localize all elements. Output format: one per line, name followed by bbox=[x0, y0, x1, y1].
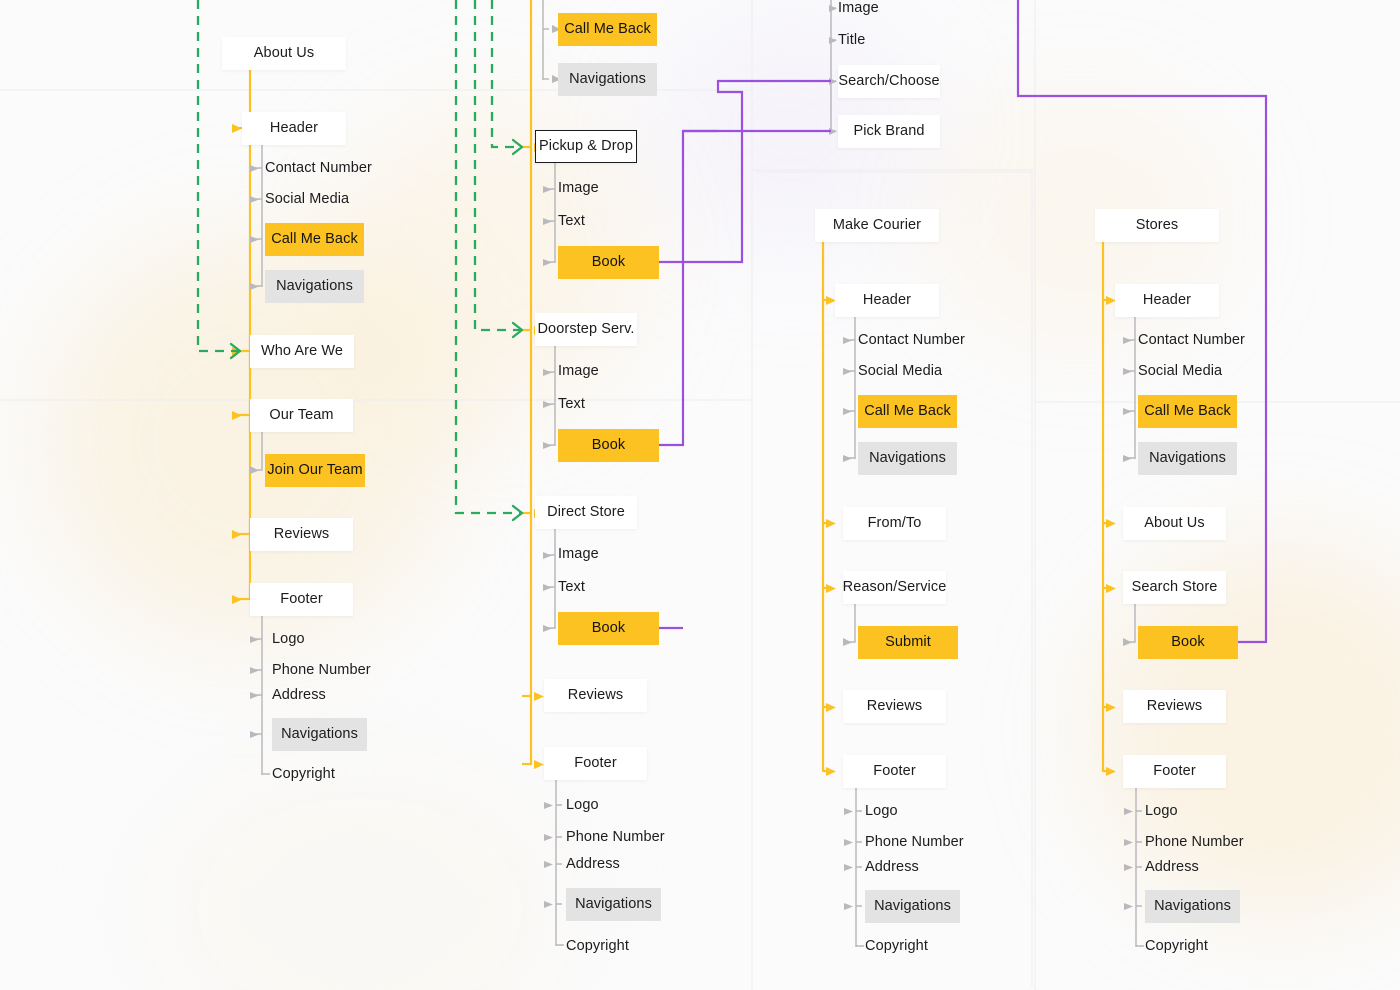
node-courier-header[interactable]: Header bbox=[835, 284, 939, 317]
make-courier-trunk bbox=[821, 242, 832, 773]
bg-blob-bottom bbox=[150, 760, 570, 990]
leaf-doorstep-image: Image bbox=[558, 362, 599, 379]
node-search-store[interactable]: Search Store bbox=[1123, 571, 1226, 604]
node-reviews[interactable]: Reviews bbox=[250, 518, 353, 551]
cta-doorstep-book[interactable]: Book bbox=[558, 429, 659, 462]
leaf-contact-number: Contact Number bbox=[265, 159, 372, 176]
node-footer[interactable]: Footer bbox=[250, 583, 353, 616]
our-team-branch bbox=[256, 432, 263, 471]
purple-flow-lines bbox=[659, 0, 1268, 644]
cta-pickup-book[interactable]: Book bbox=[558, 246, 659, 279]
about-footer-arrows bbox=[250, 636, 259, 738]
pill-courier-navigations[interactable]: Navigations bbox=[858, 442, 957, 475]
green-flow-lines bbox=[196, 0, 520, 515]
leaf-services-copyright: Copyright bbox=[566, 937, 629, 954]
node-direct-store[interactable]: Direct Store bbox=[535, 496, 637, 529]
cta-services-call-me-back[interactable]: Call Me Back bbox=[558, 13, 657, 46]
leaf-courier-logo: Logo bbox=[865, 802, 898, 819]
leaf-phone-number: Phone Number bbox=[272, 661, 371, 678]
node-about-us[interactable]: About Us bbox=[222, 37, 346, 70]
leaf-logo: Logo bbox=[272, 630, 305, 647]
leaf-stores-contact-number: Contact Number bbox=[1138, 331, 1245, 348]
leaf-courier-phone-number: Phone Number bbox=[865, 833, 964, 850]
node-stores-about-us[interactable]: About Us bbox=[1123, 507, 1226, 540]
pill-stores-navigations[interactable]: Navigations bbox=[1138, 442, 1237, 475]
leaf-services-address: Address bbox=[566, 855, 620, 872]
cta-call-me-back[interactable]: Call Me Back bbox=[265, 223, 364, 256]
leaf-courier-social-media: Social Media bbox=[858, 362, 943, 379]
leaf-services-logo: Logo bbox=[566, 796, 599, 813]
make-courier-arrows bbox=[826, 296, 836, 776]
about-footer-branch bbox=[256, 616, 270, 775]
leaf-courier-contact-number: Contact Number bbox=[858, 331, 965, 348]
leaf-services-phone-number: Phone Number bbox=[566, 828, 665, 845]
node-about-header[interactable]: Header bbox=[242, 112, 346, 145]
node-stores-header[interactable]: Header bbox=[1115, 284, 1219, 317]
leaf-directstore-text: Text bbox=[558, 578, 585, 595]
node-our-team[interactable]: Our Team bbox=[250, 399, 353, 432]
stores-arrows bbox=[1106, 296, 1116, 776]
node-search-choose[interactable]: Search/Choose bbox=[838, 65, 940, 98]
leaf-stores-social-media: Social Media bbox=[1138, 362, 1223, 379]
about-us-trunk-arrows bbox=[232, 124, 242, 604]
about-header-arrows bbox=[250, 165, 259, 290]
node-stores[interactable]: Stores bbox=[1095, 209, 1219, 242]
cta-directstore-book[interactable]: Book bbox=[558, 612, 659, 645]
node-from-to[interactable]: From/To bbox=[843, 507, 946, 540]
about-us-trunk bbox=[239, 70, 252, 601]
services-trunk-arrows bbox=[534, 143, 544, 769]
node-courier-reviews[interactable]: Reviews bbox=[843, 690, 946, 723]
pill-footer-navigations[interactable]: Navigations bbox=[272, 718, 367, 751]
make-courier-branch-arrows bbox=[843, 337, 853, 910]
leaf-stores-logo: Logo bbox=[1145, 802, 1178, 819]
stores-trunk bbox=[1101, 242, 1112, 773]
node-stores-reviews[interactable]: Reviews bbox=[1123, 690, 1226, 723]
cta-submit[interactable]: Submit bbox=[858, 626, 958, 659]
pill-navigations[interactable]: Navigations bbox=[265, 270, 364, 303]
leaf-courier-copyright: Copyright bbox=[865, 937, 928, 954]
pickbrand-branch bbox=[830, 0, 836, 132]
node-stores-footer[interactable]: Footer bbox=[1123, 755, 1226, 788]
cta-stores-book[interactable]: Book bbox=[1138, 626, 1238, 659]
node-doorstep-service[interactable]: Doorstep Serv. bbox=[535, 313, 637, 346]
leaf-stores-copyright: Copyright bbox=[1145, 937, 1208, 954]
leaf-copyright: Copyright bbox=[272, 765, 335, 782]
leaf-social-media: Social Media bbox=[265, 190, 350, 207]
leaf-doorstep-text: Text bbox=[558, 395, 585, 412]
pill-stores-footer-navigations[interactable]: Navigations bbox=[1145, 890, 1240, 923]
leaf-brand-title: Title bbox=[838, 31, 866, 48]
node-who-are-we[interactable]: Who Are We bbox=[250, 335, 354, 368]
leaf-courier-address: Address bbox=[865, 858, 919, 875]
stores-branch-arrows bbox=[1123, 337, 1133, 910]
leaf-stores-phone-number: Phone Number bbox=[1145, 833, 1244, 850]
pill-courier-footer-navigations[interactable]: Navigations bbox=[865, 890, 960, 923]
pill-services-footer-navigations[interactable]: Navigations bbox=[566, 888, 661, 921]
leaf-stores-address: Address bbox=[1145, 858, 1199, 875]
cta-join-our-team[interactable]: Join Our Team bbox=[265, 454, 365, 487]
cta-stores-call-me-back[interactable]: Call Me Back bbox=[1138, 395, 1237, 428]
about-header-branch bbox=[256, 145, 263, 287]
leaf-pickup-text: Text bbox=[558, 212, 585, 229]
node-services-reviews[interactable]: Reviews bbox=[544, 679, 647, 712]
services-trunk bbox=[522, 0, 533, 766]
pickbrand-arrows bbox=[829, 5, 837, 135]
pill-services-navigations[interactable]: Navigations bbox=[558, 63, 657, 96]
leaf-directstore-image: Image bbox=[558, 545, 599, 562]
node-pickup-and-drop[interactable]: Pickup & Drop bbox=[535, 130, 637, 163]
cta-courier-call-me-back[interactable]: Call Me Back bbox=[858, 395, 957, 428]
node-services-footer[interactable]: Footer bbox=[544, 747, 647, 780]
our-team-arrow bbox=[250, 466, 259, 474]
leaf-brand-image: Image bbox=[838, 0, 879, 16]
node-make-courier[interactable]: Make Courier bbox=[815, 209, 939, 242]
node-courier-footer[interactable]: Footer bbox=[843, 755, 946, 788]
node-pick-brand[interactable]: Pick Brand bbox=[838, 115, 940, 148]
leaf-address: Address bbox=[272, 686, 326, 703]
node-reason-service[interactable]: Reason/Service bbox=[843, 571, 946, 604]
leaf-pickup-image: Image bbox=[558, 179, 599, 196]
